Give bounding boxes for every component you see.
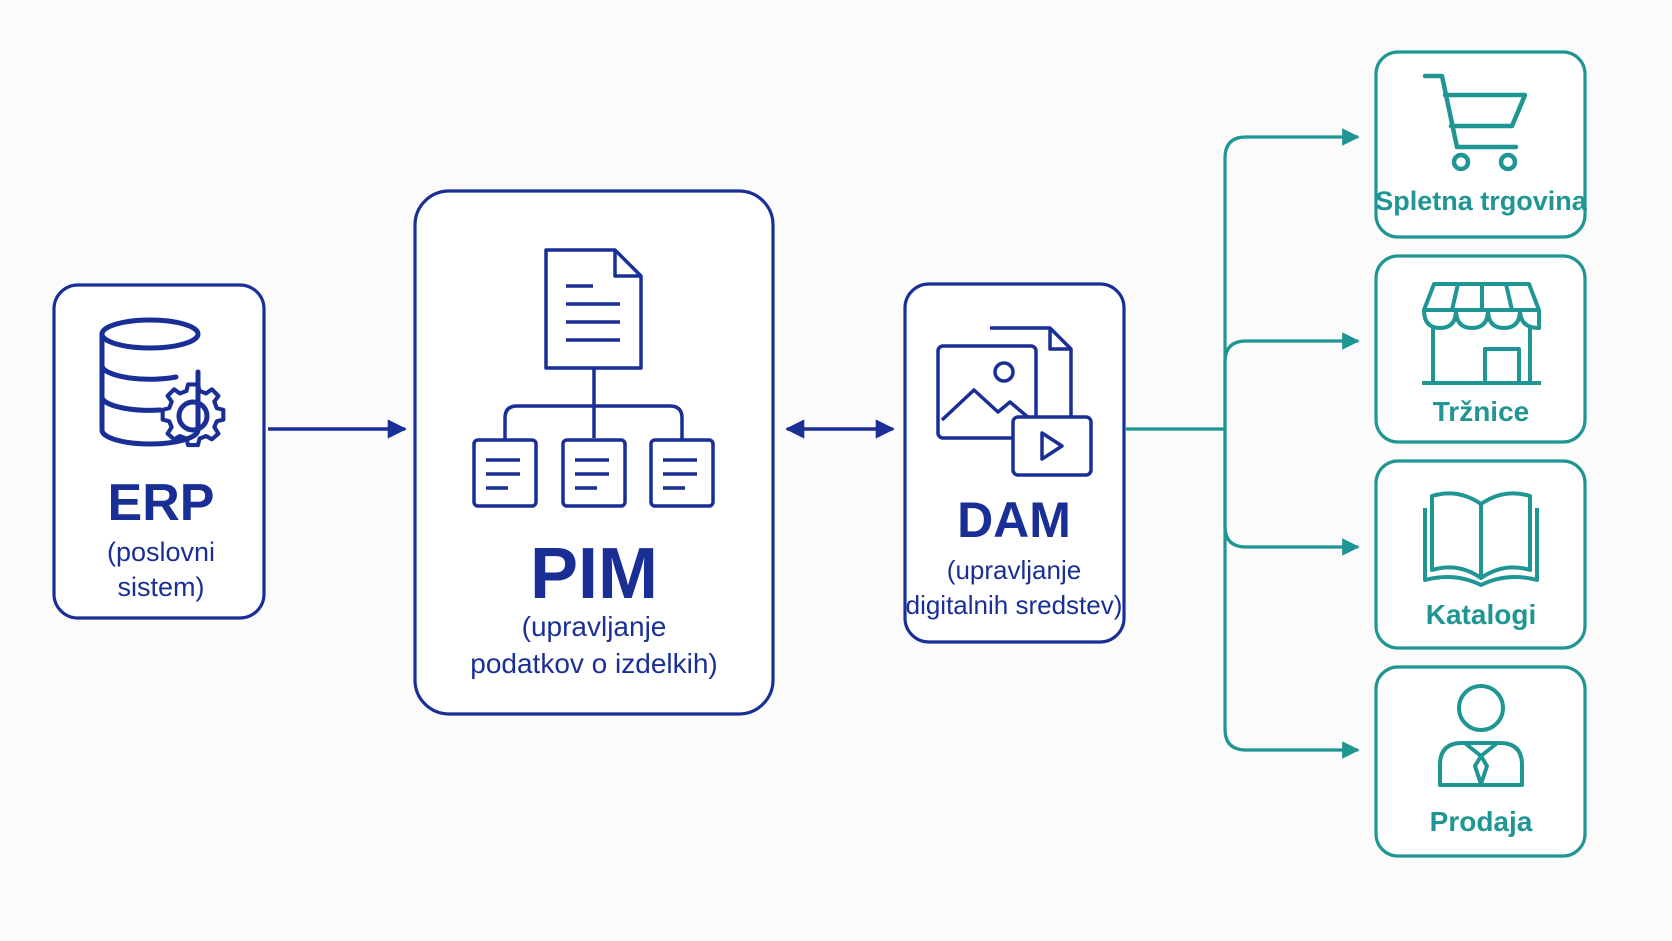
channel-label-prodaja: Prodaja — [1430, 806, 1533, 837]
erp-subtitle-line2: sistem) — [118, 572, 205, 602]
image-video-files-icon — [936, 326, 1093, 477]
dam-title: DAM — [957, 492, 1071, 548]
dam-node: DAM (upravljanje digitalnih sredstev) — [903, 282, 1126, 644]
shopping-cart-icon — [1422, 73, 1528, 172]
channel-prodaja: Prodaja — [1374, 665, 1587, 858]
channel-katalogi: Katalogi — [1374, 459, 1587, 650]
document-hierarchy-icon — [472, 248, 715, 508]
distribution-connectors — [1126, 128, 1360, 759]
salesperson-icon — [1438, 684, 1524, 787]
storefront-icon — [1422, 282, 1541, 385]
dam-subtitle-line1: (upravljanje — [947, 555, 1081, 585]
database-gear-icon — [99, 317, 226, 448]
open-book-icon — [1423, 491, 1539, 587]
erp-subtitle-line1: (poslovni — [107, 537, 215, 567]
channel-trznice: Tržnice — [1374, 254, 1587, 444]
channel-label-spletna-trgovina: Spletna trgovina — [1375, 186, 1588, 216]
dam-subtitle-line2: digitalnih sredstev) — [906, 590, 1123, 620]
channel-label-katalogi: Katalogi — [1426, 599, 1536, 630]
erp-node: ERP (poslovni sistem) — [52, 283, 266, 620]
channel-label-trznice: Tržnice — [1433, 396, 1529, 427]
pim-subtitle-line2: podatkov o izdelkih) — [470, 648, 717, 679]
erp-title: ERP — [108, 474, 215, 532]
pim-title: PIM — [530, 534, 658, 614]
pim-subtitle-line1: (upravljanje — [522, 611, 667, 642]
channel-spletna-trgovina: Spletna trgovina — [1374, 50, 1588, 239]
pim-node: PIM (upravljanje podatkov o izdelkih) — [413, 189, 775, 716]
